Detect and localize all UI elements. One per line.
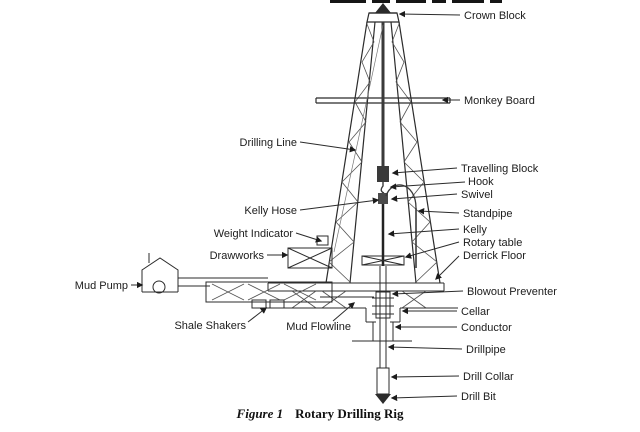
blowout-preventer-shape (372, 291, 394, 319)
mud-tanks-shape (205, 281, 333, 303)
leader-weight-indicator (295, 232, 323, 243)
label-drawworks: Drawworks (210, 250, 265, 262)
label-kelly: Kelly (463, 224, 487, 236)
hook-shape (380, 182, 385, 194)
substructure-bracing (291, 290, 427, 309)
drill-bit-shape (375, 394, 391, 404)
leader-drilling-line (299, 141, 357, 153)
right-leg-lattice (391, 23, 438, 283)
leader-rotary-table (404, 241, 460, 259)
label-drilling-line: Drilling Line (240, 137, 297, 149)
left-outer-leg (325, 21, 368, 284)
label-derrick-floor: Derrick Floor (463, 250, 526, 262)
drillpipe-shape (379, 266, 387, 368)
leader-hook (389, 181, 466, 190)
leader-drill-bit (390, 394, 458, 402)
travelling-block-shape (377, 166, 389, 182)
label-shale-shakers: Shale Shakers (174, 320, 246, 332)
wellhead-downhole (252, 266, 458, 404)
leader-travelling-block (391, 167, 458, 176)
right-outer-leg (398, 21, 441, 284)
label-mud-flowline: Mud Flowline (286, 321, 351, 333)
label-weight-indicator: Weight Indicator (214, 228, 294, 240)
hoisting-assembly (333, 22, 417, 268)
leader-standpipe (417, 208, 460, 215)
leader-swivel (390, 193, 458, 202)
drill-collar-shape (376, 367, 390, 395)
label-mud-pump: Mud Pump (75, 280, 128, 292)
label-drillpipe: Drillpipe (466, 344, 506, 356)
label-cellar: Cellar (461, 306, 490, 318)
label-swivel: Swivel (461, 189, 493, 201)
leader-drill-collar (390, 373, 460, 381)
ground-and-cellar-shape (252, 307, 458, 323)
cropped-title-fragment (330, 0, 502, 3)
leader-mud-flowline (332, 302, 355, 322)
leader-kelly (387, 228, 460, 237)
figure-caption: Figure 1 Rotary Drilling Rig (0, 406, 640, 422)
drawworks-shape (287, 247, 333, 269)
kelly-hose-shape (385, 184, 417, 209)
label-conductor: Conductor (461, 322, 512, 334)
right-inner-leg (390, 21, 417, 284)
label-crown-block: Crown Block (464, 10, 526, 22)
label-kelly-hose: Kelly Hose (244, 205, 297, 217)
label-monkey-board: Monkey Board (464, 95, 535, 107)
rotary-table-shape (361, 255, 405, 266)
crown-block-shape (366, 3, 400, 23)
rig-floor (267, 255, 445, 309)
figure-caption-title: Rotary Drilling Rig (295, 406, 404, 421)
leader-derrick-floor (435, 255, 460, 280)
swivel-shape (378, 193, 388, 204)
label-drill-bit: Drill Bit (461, 391, 496, 403)
label-standpipe: Standpipe (463, 208, 513, 220)
label-hook: Hook (468, 176, 494, 188)
label-rotary-table: Rotary table (463, 237, 522, 249)
left-inner-leg (349, 21, 376, 284)
label-travelling-block: Travelling Block (461, 163, 539, 175)
leader-kelly-hose (299, 197, 380, 211)
shale-shakers-shape (251, 299, 285, 309)
mud-pump-shape (141, 253, 179, 294)
leader-drillpipe (387, 343, 463, 351)
conductor-shape (352, 322, 412, 342)
label-blowout-preventer: Blowout Preventer (467, 286, 557, 298)
label-drill-collar: Drill Collar (463, 371, 514, 383)
leader-shale-shakers (247, 307, 268, 323)
leader-crown-block (398, 10, 461, 18)
figure-caption-label: Figure 1 (236, 406, 284, 421)
fast-line-shape (333, 24, 384, 253)
leader-blowout-preventer (391, 290, 464, 298)
